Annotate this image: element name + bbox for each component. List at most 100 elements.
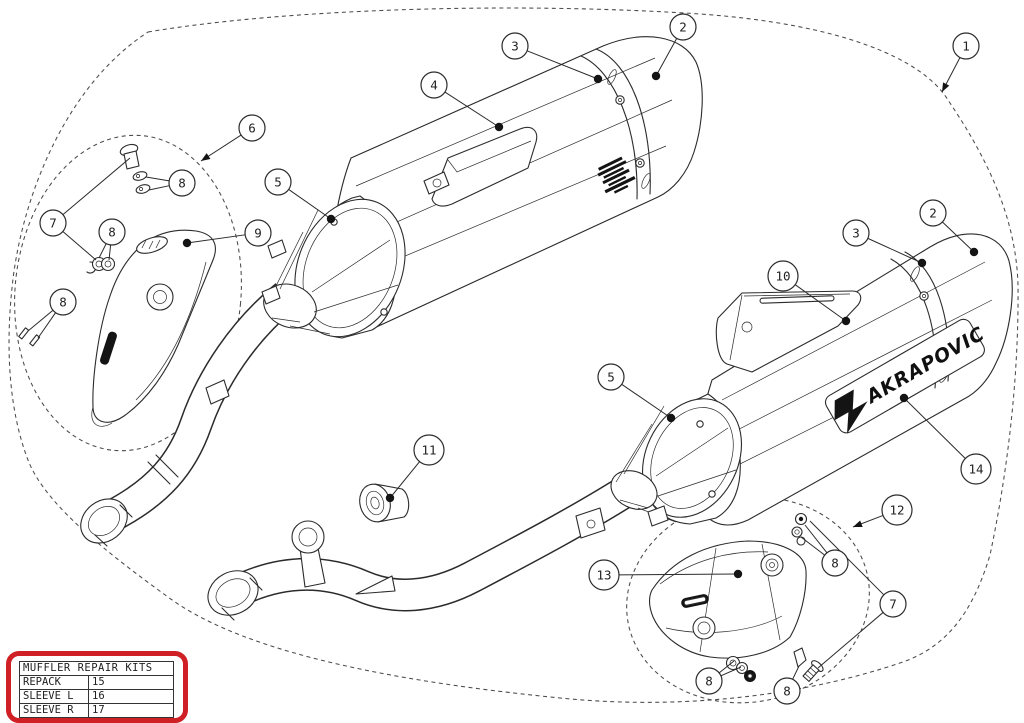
heat-shield-left [91,229,216,427]
callout-number: 5 [274,175,282,190]
leader-line [108,244,112,261]
callout-number: 4 [430,78,438,93]
kit-name: REPACK [19,675,89,690]
leader-line [62,157,131,215]
callout-1 [952,32,980,60]
pipe-open-end [80,498,128,544]
logo-arrow-icon [834,389,868,434]
callout-11 [413,434,445,466]
leader-line [444,91,500,128]
callout-3 [842,219,870,247]
inlet-cone [610,393,743,527]
sleeve-joint [147,454,179,485]
leader-line [804,524,828,554]
leader-line [718,660,735,674]
outlet-band [580,48,651,200]
callout-2 [669,13,697,41]
leader-dot [917,258,927,268]
kit-number: 17 [88,703,174,718]
callout-13 [588,559,620,591]
screw [119,143,140,170]
callout-number: 2 [929,206,937,221]
leader-dot [385,493,395,503]
callout-number: 7 [889,597,897,612]
callout-number: 8 [108,225,116,240]
callout-number: 13 [596,568,611,583]
leader-arrow [942,82,950,92]
muffler-front [261,36,703,339]
leader-line [62,231,97,261]
mount-boss [692,616,716,640]
repair-kits-table: MUFFLER REPAIR KITS REPACK 15 SLEEVE L 1… [19,661,174,718]
callout-number: 8 [831,556,839,571]
callout-number: 8 [178,176,186,191]
callout-number: 1 [962,39,970,54]
leader-line [186,234,246,244]
leader-line [621,383,672,419]
leader-line [903,397,966,459]
leader-line [720,666,742,677]
muffler-bracket [715,290,862,373]
clip [793,647,807,668]
muffler-body [693,233,1013,526]
repair-kits-highlight-box: MUFFLER REPAIR KITS REPACK 15 SLEEVE L 1… [6,651,188,723]
repair-kits-title: MUFFLER REPAIR KITS [19,661,174,676]
washer-stack [86,256,116,274]
leader-line [37,312,56,339]
leader-dot [969,247,979,257]
left-kit-ellipse [14,134,242,452]
spring-hook [647,505,669,527]
leader-dot [666,413,676,423]
hardware-bottom-right [725,512,824,682]
callout-8 [695,667,723,695]
callout-number: 3 [511,39,519,54]
leader-dot [494,122,504,132]
pipe-bracket-tab [575,507,606,539]
leader-line [817,612,884,669]
leader-line [98,243,107,259]
pipe-bracket-tab [205,379,230,405]
callout-number: 5 [607,370,615,385]
wedge-bracket [355,575,396,595]
callout-8 [98,218,126,246]
callout-8 [773,677,801,705]
leader-dot [651,71,661,81]
callout-3 [501,32,529,60]
rivet [132,171,148,181]
callout-number: 9 [254,226,262,241]
callout-number: 8 [705,674,713,689]
mount-boss [760,553,784,577]
leader-dot [326,214,336,224]
leader-dot [182,238,192,248]
rivet [796,536,806,546]
leader-line [792,665,800,680]
inlet-cone [261,195,406,339]
muffler-rear: AKRAPOVIC [610,233,1013,527]
leader-arrow [201,153,211,161]
screw [802,660,824,682]
leader-line [389,461,420,499]
callout-number: 3 [852,226,860,241]
outer-kit-boundary [8,7,1019,703]
leader-line [618,573,739,576]
pipe-p-clamp [291,520,326,588]
callout-10 [767,260,799,292]
table-row: SLEEVE R 17 [19,703,174,718]
clamp-bushing [359,483,410,523]
leader-line [867,237,923,264]
callout-5 [264,168,292,196]
callout-12 [881,494,913,526]
callout-number: 7 [49,216,57,231]
rivet [791,526,803,538]
kit-name: SLEEVE R [19,703,89,718]
pipe-open-end [207,570,259,616]
kit-number: 15 [88,675,174,690]
callout-number: 12 [889,503,904,518]
callout-number: 8 [783,684,791,699]
kit-name: SLEEVE L [19,689,89,704]
callout-number: 8 [59,295,67,310]
callout-6 [238,114,266,142]
leader-dot [593,74,603,84]
callout-number: 14 [968,462,983,477]
